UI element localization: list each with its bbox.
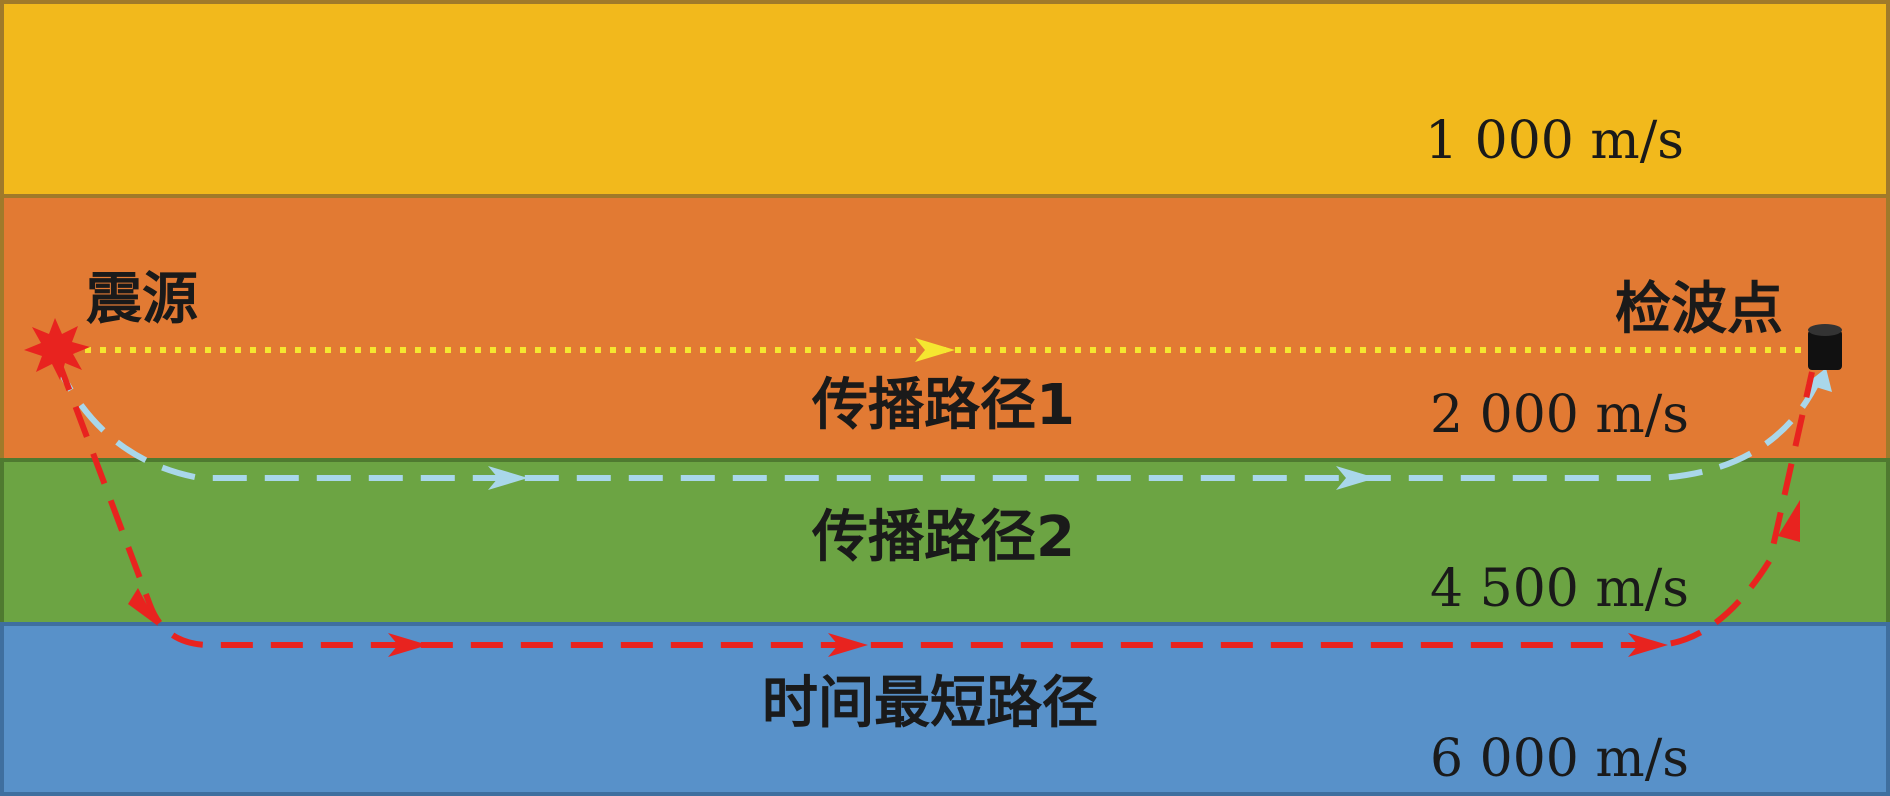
velocity-label-1: 1 000 m/s bbox=[1425, 111, 1684, 171]
source-starburst-icon bbox=[24, 318, 90, 380]
velocity-label-4: 6 000 m/s bbox=[1430, 729, 1689, 789]
shortest-path-arrow-e bbox=[1778, 500, 1800, 542]
propagation-path-2-arrow-b bbox=[1336, 466, 1376, 490]
velocity-label-2: 2 000 m/s bbox=[1430, 385, 1689, 445]
propagation-path-2-arrow-end bbox=[1806, 368, 1832, 392]
propagation-path-2-arrow-a bbox=[488, 466, 528, 490]
shortest-path-arrow-d bbox=[1628, 633, 1668, 657]
shortest-path-arrow-b bbox=[388, 633, 428, 657]
receiver-label: 检波点 bbox=[1615, 277, 1783, 342]
propagation-path-1-arrow bbox=[915, 338, 955, 362]
receiver-icon bbox=[1808, 324, 1842, 370]
velocity-label-3: 4 500 m/s bbox=[1430, 559, 1689, 619]
layer-4 bbox=[0, 622, 1890, 796]
path-1-label: 传播路径1 bbox=[811, 373, 1075, 438]
path-2-label: 传播路径2 bbox=[811, 505, 1075, 570]
shortest-path-arrow-a bbox=[128, 588, 158, 626]
shortest-path-label: 时间最短路径 bbox=[762, 671, 1098, 736]
layer-3 bbox=[0, 458, 1890, 626]
layer-2 bbox=[0, 194, 1890, 462]
layer-1 bbox=[0, 0, 1890, 198]
source-label: 震源 bbox=[86, 267, 198, 332]
propagation-path-2-line bbox=[52, 358, 1825, 481]
shortest-path-arrow-c bbox=[828, 633, 868, 657]
